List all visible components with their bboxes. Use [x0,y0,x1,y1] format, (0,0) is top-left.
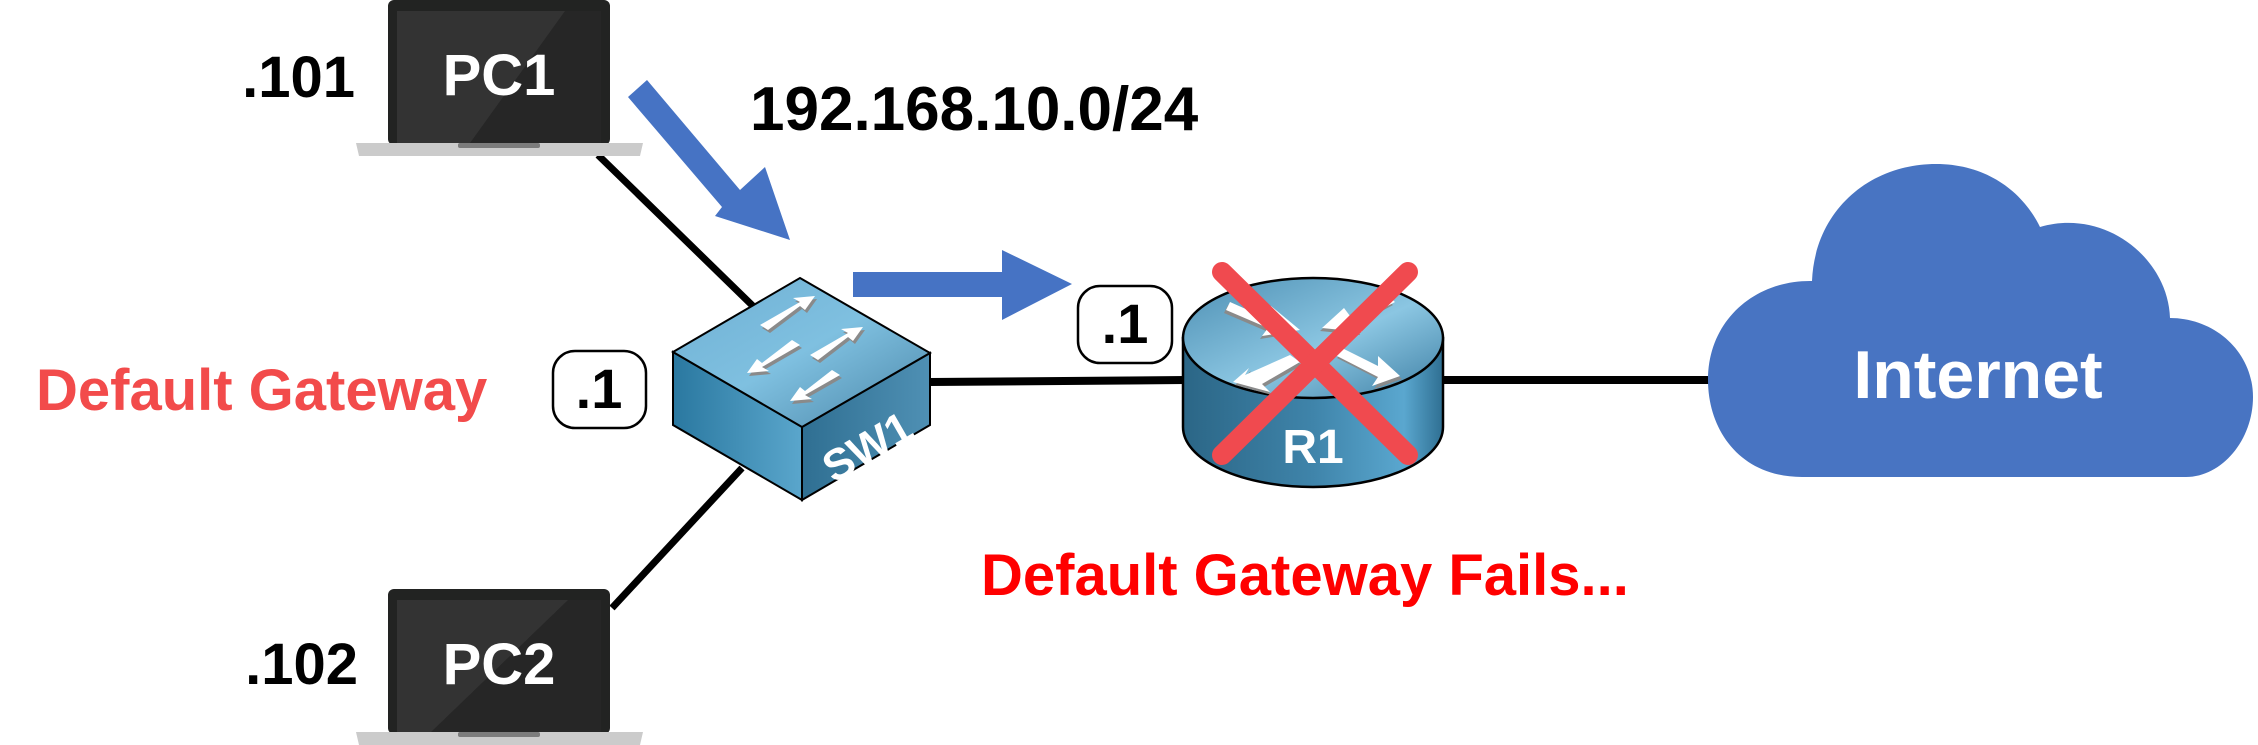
failure-cross-icon [1212,262,1418,465]
r1-label: R1 [1282,421,1343,474]
internet-label: Internet [1853,337,2102,413]
sw1-switch[interactable]: SW1 [671,276,932,502]
failure-message: Default Gateway Fails... [981,543,1629,608]
r1-ip-value: .1 [1102,292,1149,355]
network-label: 192.168.10.0/24 [750,75,1199,144]
pc2-laptop[interactable]: PC2 [356,589,643,745]
internet-cloud[interactable]: Internet [1708,164,2253,477]
pc1-screen-glare [470,11,601,143]
pc2-screen-glare-light [397,600,568,733]
link-pc1-sw1 [595,152,760,313]
link-pc2-sw1 [609,465,745,611]
pc-gateway-ip-value: .1 [576,357,623,420]
sw1-arrows-icon [747,296,865,404]
pc1-ip-label: .101 [242,45,355,110]
r1-ip-badge: .1 [1076,284,1174,365]
pc2-label: PC2 [443,632,556,697]
sw1-top-face [671,276,932,429]
pc1-label: PC1 [443,43,556,108]
pc1-base-notch [458,143,540,148]
traffic-arrow-sw1-to-r1 [853,250,1072,320]
traffic-arrow-pc1-to-sw1 [628,80,790,240]
pc2-ip-label: .102 [245,632,358,697]
pc2-base-notch [458,732,540,737]
pc-gateway-ip-badge: .1 [551,349,648,430]
links [595,152,1712,611]
link-sw1-r1 [929,376,1187,386]
pc1-base [356,143,643,156]
pc2-screen-glare [430,600,601,733]
pc1-laptop[interactable]: PC1 [356,0,643,156]
r1-ip-box [1076,284,1174,365]
pc2-base [356,732,643,745]
pc-gateway-ip-box [551,349,648,430]
default-gateway-label: Default Gateway [36,358,487,423]
r1-top [1181,276,1445,400]
cloud-icon [1708,164,2253,477]
pc1-screen-glare-light [397,11,565,143]
